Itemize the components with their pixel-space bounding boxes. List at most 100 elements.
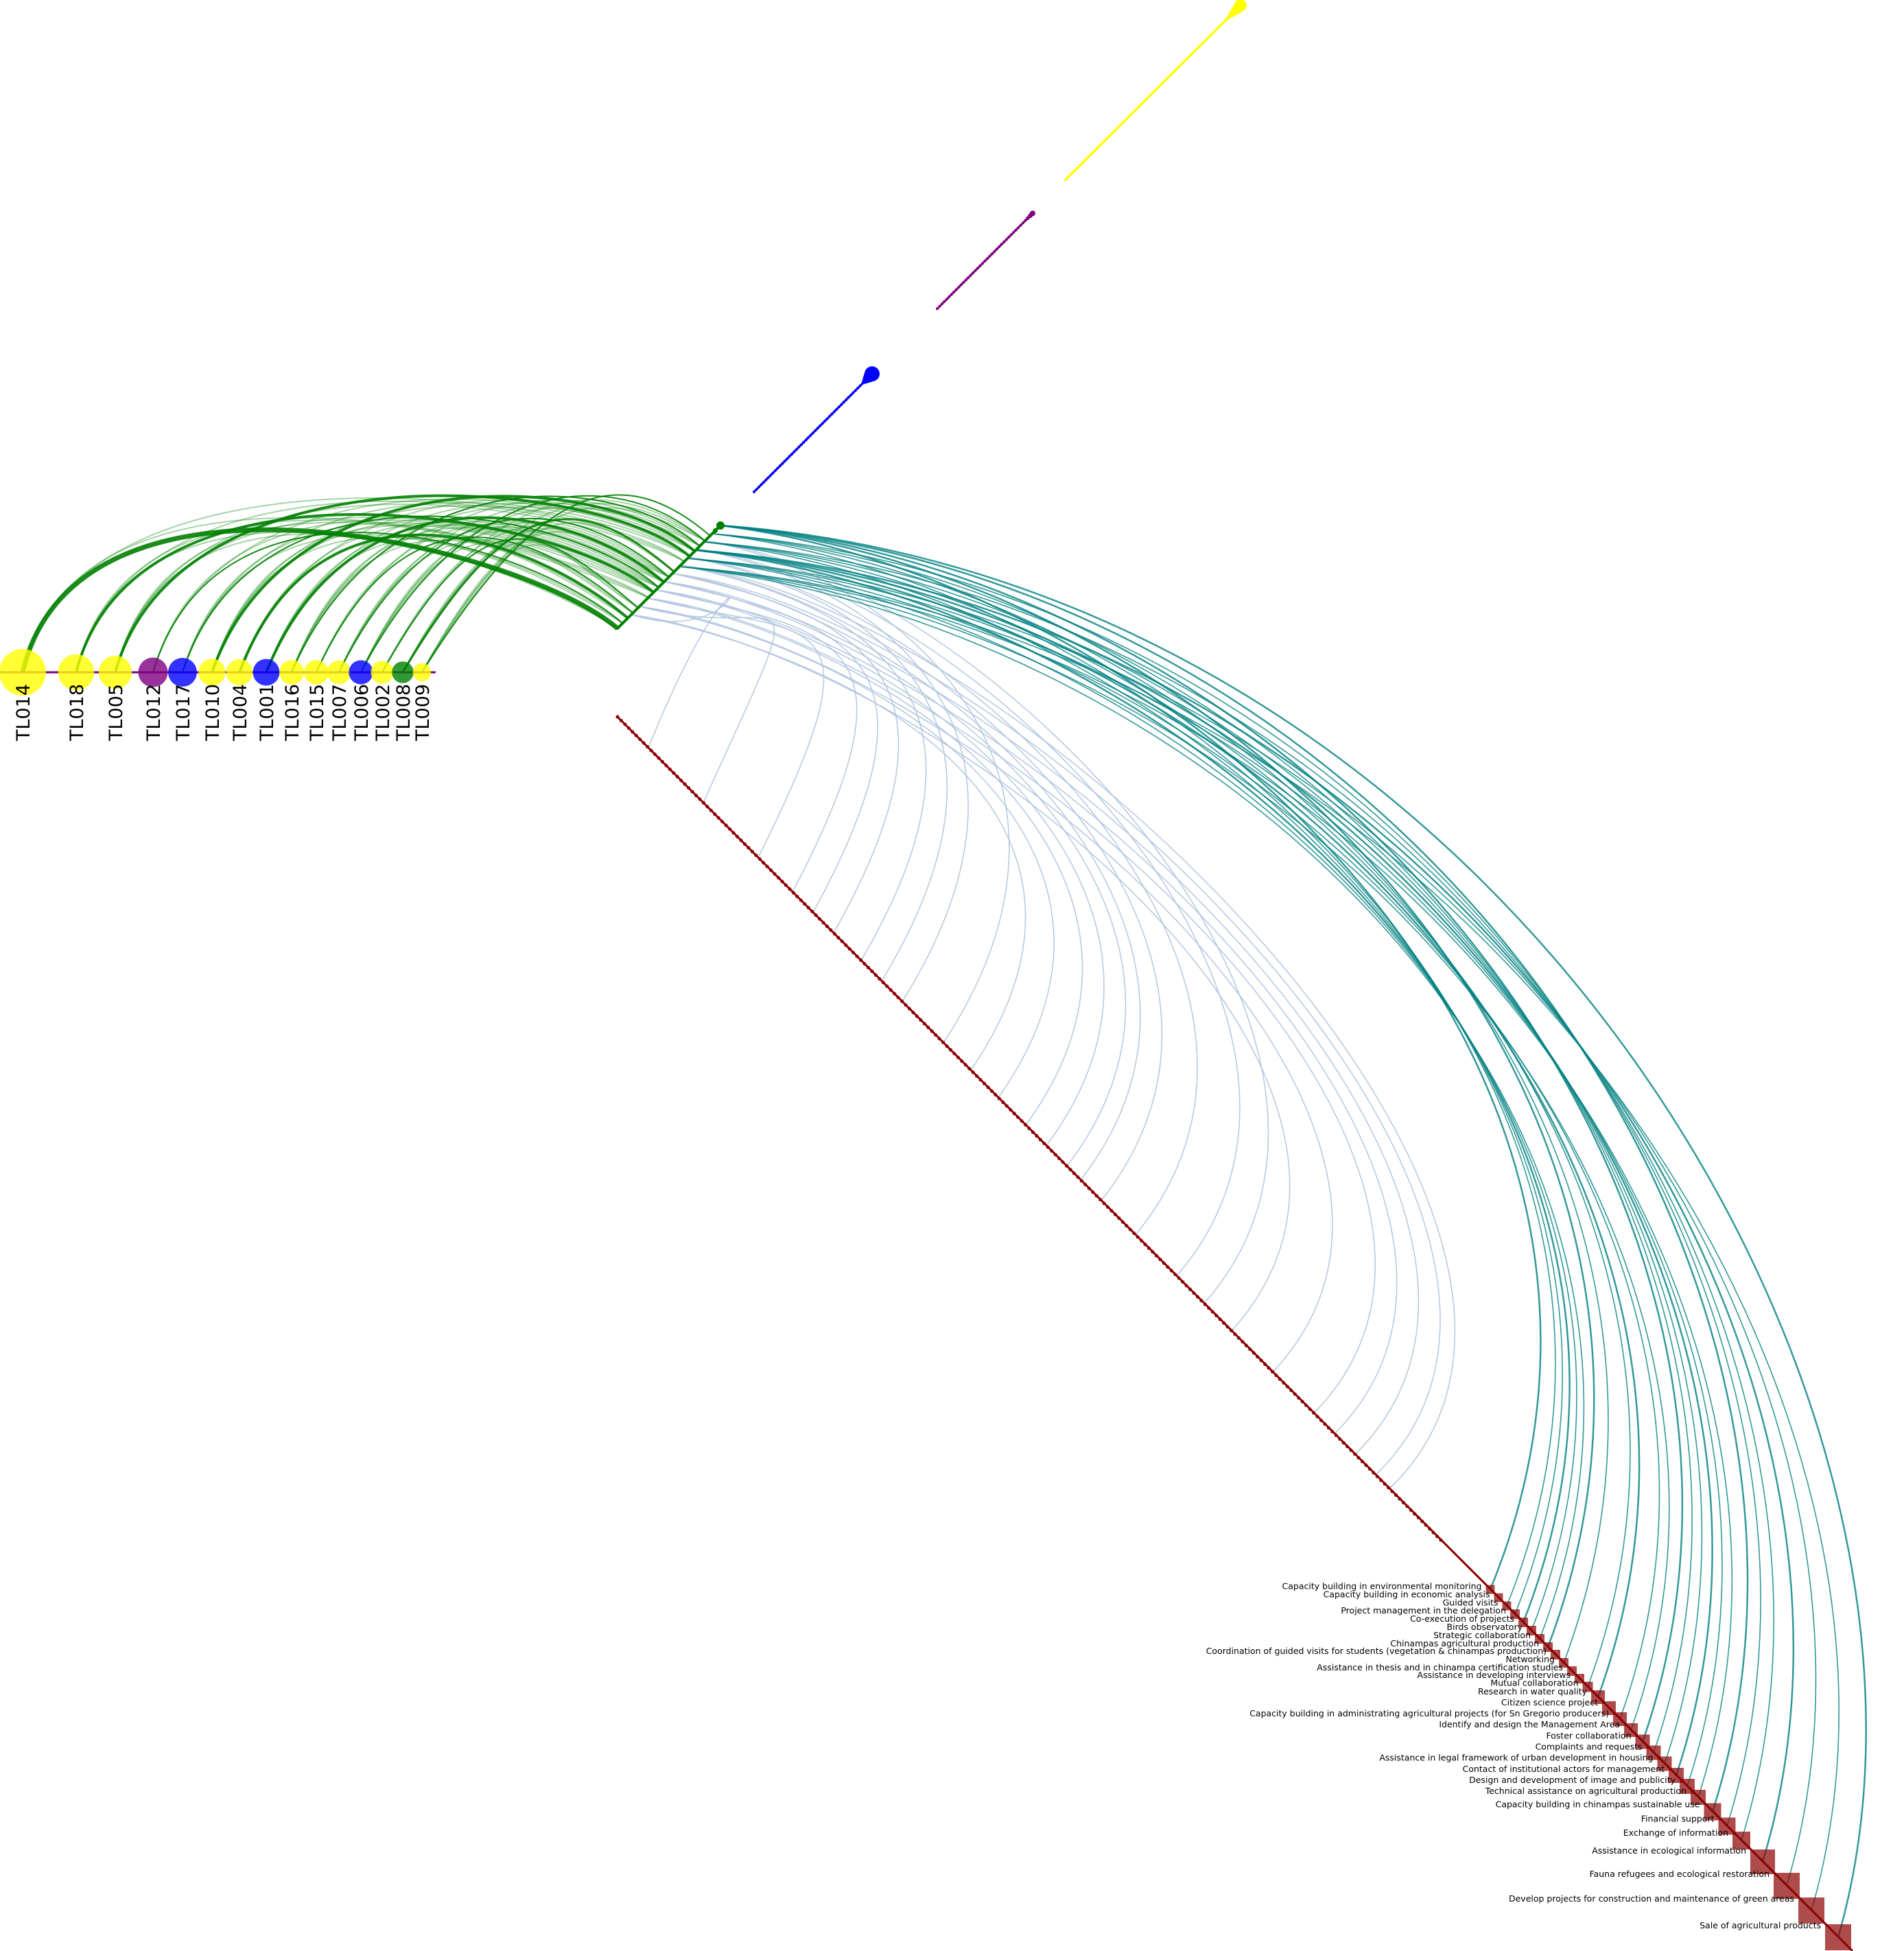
light-link [680,565,1456,1489]
teal-link [703,541,1703,1764]
green-axis-node [642,601,645,604]
light-link [680,565,927,961]
yellow-axis-node [1119,123,1123,126]
darkred-axis-node [847,947,851,951]
darkred-axis-node [1353,1452,1357,1456]
darkred-axis-node [844,943,848,947]
green-axis-node [657,586,660,589]
darkred-axis-node [1057,1157,1061,1161]
teal-link-group [679,524,1867,1938]
purple-axis-node [954,288,958,292]
green-link [360,542,634,673]
darkred-axis-node [709,808,713,812]
darkred-axis-node [960,1059,964,1063]
node-label-tl010: TL010 [202,684,224,742]
node-label-tl017: TL017 [173,684,194,742]
darkred-axis-node [941,1041,945,1045]
darkred-axis-node [1035,1134,1039,1138]
darkred-axis-node [829,928,833,932]
purple-axis-node [993,250,996,253]
darkred-axis-node [907,1006,911,1010]
yellow-axis-node [1157,85,1160,88]
darkred-axis-node [1383,1482,1387,1486]
darkred-axis-node [1326,1426,1330,1430]
yellow-axis-node [1146,97,1149,100]
green-axis-node [709,534,712,537]
darkred-axis-node [1349,1448,1353,1452]
purple-axis-node [1019,224,1022,227]
purple-axis-node [985,257,989,261]
darkred-axis-node [1143,1242,1147,1246]
darkred-axis-node [742,842,747,846]
purple-axis-node [978,264,982,268]
light-link [672,573,1441,1476]
yellow-axis-node [1219,24,1222,27]
darkred-axis-node [878,977,882,981]
darkred-axis-node [1214,1314,1219,1318]
teal-link [703,541,1564,1615]
darkred-axis-node [769,868,773,873]
darkred-axis-node [967,1067,972,1071]
purple-axis-node [962,281,965,284]
green-link [152,498,690,673]
darkred-axis-node [1050,1149,1054,1153]
teal-link [720,524,1595,1648]
blue-axis-node [797,445,801,449]
darkred-axis-node [1304,1404,1308,1408]
yellow-axis-node [1169,73,1172,77]
category-label: Capacity building in economic analysis [1324,1589,1490,1600]
darkred-axis-node [989,1089,994,1093]
darkred-axis-node [1210,1310,1214,1314]
darkred-axis-node [634,733,638,737]
darkred-axis-node [731,831,736,835]
darkred-axis-node [1158,1257,1162,1262]
darkred-axis-node [1151,1250,1155,1254]
category-node [1518,1618,1528,1627]
darkred-axis-node [862,962,867,966]
yellow-axis-node [1142,99,1146,103]
category-label: Assistance in thesis and in chinampa cer… [1317,1662,1563,1672]
teal-link [687,558,1723,1787]
darkred-axis-node [1428,1527,1432,1531]
blue-axis-node [849,393,853,397]
category-node [1774,1873,1800,1899]
darkred-axis-node [1334,1433,1338,1437]
blue-axis-node [778,464,781,468]
node-tl016 [279,660,304,685]
darkred-axis-node [922,1021,926,1026]
green-link [291,539,628,673]
darkred-axis-node [754,853,758,858]
darkred-axis-node [631,730,635,734]
yellow-axis-node [1198,45,1201,48]
green-link [338,539,634,673]
darkred-axis-node [724,823,728,827]
green-link [211,505,690,673]
darkred-axis-node [1117,1216,1121,1220]
yellow-axis-node [1099,143,1102,147]
darkred-axis-node [653,753,657,757]
teal-link [712,533,1556,1607]
blue-axis-node [842,401,845,404]
darkred-axis-node [1132,1231,1136,1235]
darkred-axis-node [1278,1377,1282,1381]
darkred-axis-node [1297,1396,1301,1400]
green-axis-node [716,521,725,530]
darkred-axis-node [777,876,781,880]
blue-axis-node [865,366,880,381]
axis-dot-group [615,0,1443,1542]
green-link [291,527,659,673]
darkred-axis-node [873,973,878,977]
blue-axis-node [757,486,760,489]
green-link [338,526,664,673]
blue-axis-node [795,448,798,451]
darkred-axis-node [1109,1209,1114,1213]
teal-link [720,524,1749,1812]
category-node [1527,1626,1536,1635]
blue-axis-node [769,473,773,477]
yellow-axis-node [1090,152,1094,155]
darkred-axis-node [1364,1463,1368,1467]
light-link [631,614,1026,1071]
darkred-axis-node [1199,1299,1203,1303]
darkred-axis-node [1401,1500,1405,1504]
green-link [291,495,701,673]
